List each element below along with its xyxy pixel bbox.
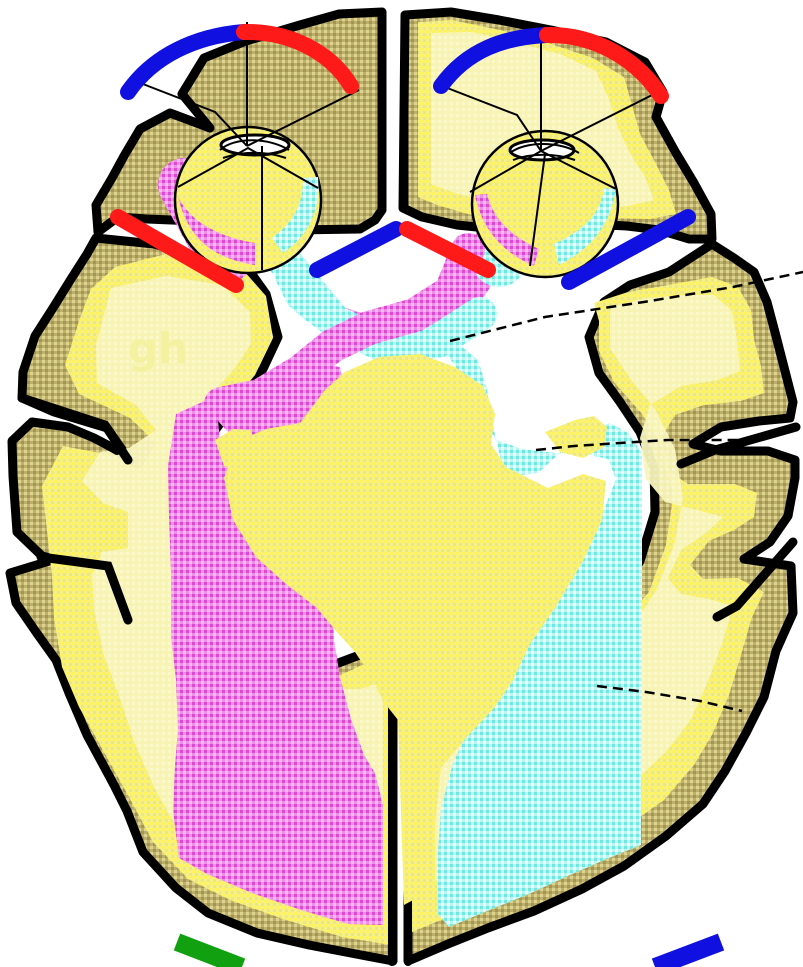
left-frontal-label: gh bbox=[128, 324, 188, 373]
bottom-right-blue-bar bbox=[655, 942, 721, 967]
bottom-left-green-bar bbox=[177, 942, 242, 967]
center-left-blue-bar bbox=[317, 229, 396, 270]
